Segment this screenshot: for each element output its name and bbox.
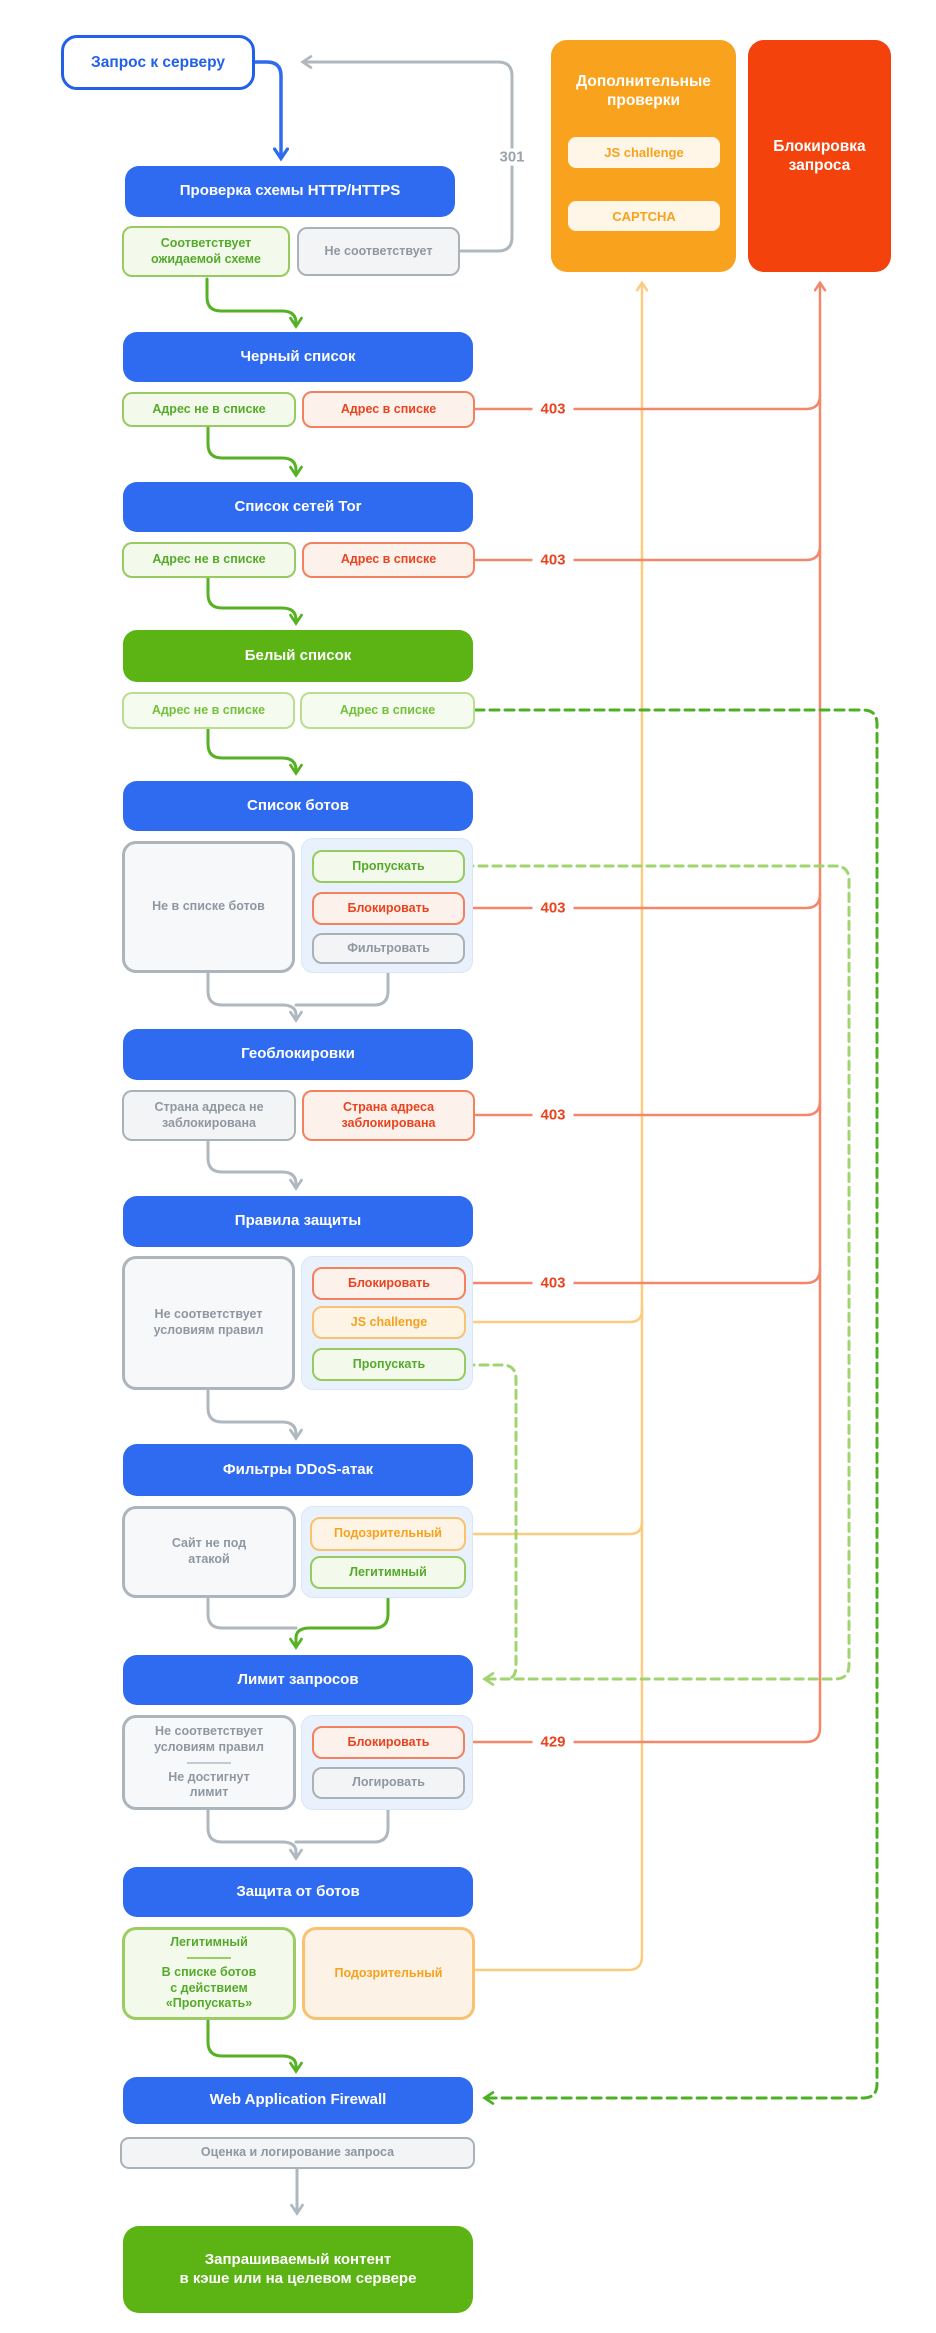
node-geo-ok: Страна адреса не заблокирована <box>122 1090 296 1141</box>
wire-limit-log-merge <box>294 1797 390 1844</box>
node-final-content: Запрашиваемый контент в кэше или на целе… <box>123 2226 473 2313</box>
wire-bots-allow-to-limit <box>463 864 851 1686</box>
node-not-in-bots: Не в списке ботов <box>122 841 295 973</box>
code-429-limit: 429 <box>532 1733 574 1751</box>
node-limit-block: Блокировать <box>312 1726 465 1759</box>
node-block-request: Блокировка запроса <box>748 40 891 272</box>
node-bots-allow: Пропускать <box>312 850 465 883</box>
wire-whitelist-to-waf <box>473 708 879 2105</box>
code-403-tor: 403 <box>532 551 574 569</box>
node-ddos-suspicious: Подозрительный <box>310 1517 466 1551</box>
arrow-301-return <box>300 55 514 253</box>
arrow-bots-to-geo <box>206 971 303 1023</box>
node-bots: Список ботов <box>123 781 473 831</box>
wire-rules-jschallenge <box>464 1308 644 1324</box>
botprotect-inlist-label: В списке ботов с действием «Пропускать» <box>161 1964 257 2011</box>
wire-403-rules <box>464 1267 822 1285</box>
wire-403-geo <box>473 1099 822 1117</box>
botprotect-legit-label: Легитимный <box>170 1935 248 1950</box>
node-limit-log: Логировать <box>312 1767 465 1799</box>
code-301: 301 <box>491 148 533 166</box>
wire-403-blacklist <box>473 393 822 411</box>
node-http-check: Проверка схемы HTTP/HTTPS <box>125 166 455 217</box>
arrow-whitelist-to-bots <box>206 727 303 776</box>
node-js-challenge: JS challenge <box>568 137 720 168</box>
arrow-ddos-legit-to-limit <box>289 1588 390 1650</box>
node-bots-block: Блокировать <box>312 892 465 925</box>
wire-403-bots <box>463 892 822 910</box>
node-evaluate: Оценка и логирование запроса <box>120 2137 475 2169</box>
arrow-geo-to-rules <box>206 1139 303 1191</box>
node-rules-ok: Не соответствует условиям правил <box>122 1256 295 1390</box>
node-botprotect-legit: Легитимный В списке ботов с действием «П… <box>122 1927 296 2020</box>
wire-ddos-noattack-merge <box>206 1596 298 1630</box>
node-geo: Геоблокировки <box>123 1029 473 1080</box>
arrow-request-to-http <box>253 60 290 162</box>
node-ddos-legit: Легитимный <box>310 1556 466 1589</box>
node-limit: Лимит запросов <box>123 1655 473 1705</box>
node-tor-hit: Адрес в списке <box>302 542 475 578</box>
node-botprotect-suspicious: Подозрительный <box>302 1927 475 2020</box>
node-whitelist: Белый список <box>123 630 473 682</box>
node-rules-js: JS challenge <box>312 1306 466 1339</box>
node-ddos: Фильтры DDoS-атак <box>123 1444 473 1496</box>
wire-403-tor <box>473 544 822 562</box>
node-no-attack: Сайт не под атакой <box>122 1506 296 1598</box>
node-blacklist-miss: Адрес не в списке <box>122 392 296 427</box>
node-rules-block: Блокировать <box>312 1267 466 1300</box>
node-bot-protect: Защита от ботов <box>123 1867 473 1917</box>
node-rules-allow: Пропускать <box>312 1348 466 1381</box>
code-403-bots: 403 <box>532 899 574 917</box>
arrow-blacklist-to-tor <box>206 425 303 478</box>
node-blacklist-hit: Адрес в списке <box>302 391 475 428</box>
node-limit-ok: Не соответствует условиям правил Не дост… <box>122 1715 296 1810</box>
node-whitelist-hit: Адрес в списке <box>300 692 475 729</box>
arrow-tor-to-whitelist <box>206 576 303 626</box>
node-captcha: CAPTCHA <box>568 201 720 231</box>
arrow-http-to-blacklist <box>205 277 303 329</box>
wire-salmon-to-block <box>464 280 827 1744</box>
divider <box>187 1761 231 1764</box>
wire-orange-to-extra-checks <box>473 280 649 1972</box>
code-403-geo: 403 <box>532 1106 574 1124</box>
limit-ok-notreached: Не достигнут лимит <box>168 1769 250 1800</box>
node-blacklist: Черный список <box>123 332 473 382</box>
code-403-blacklist: 403 <box>532 400 574 418</box>
limit-ok-rule: Не соответствует условиям правил <box>154 1724 264 1754</box>
node-rules: Правила защиты <box>123 1196 473 1247</box>
node-geo-bad: Страна адреса заблокирована <box>302 1090 475 1141</box>
arrow-botprotect-to-waf <box>206 2018 303 2074</box>
arrow-rules-to-ddos <box>206 1388 303 1441</box>
node-request: Запрос к серверу <box>61 35 255 90</box>
wire-bots-filter-merge <box>294 971 390 1007</box>
node-http-bad: Не соответствует <box>297 227 460 276</box>
divider <box>187 1956 231 1959</box>
node-tor-miss: Адрес не в списке <box>122 542 296 578</box>
node-bots-filter: Фильтровать <box>312 933 465 964</box>
arrow-limit-to-botprotect <box>206 1808 303 1861</box>
node-http-ok: Соответствует ожидаемой схеме <box>122 226 290 277</box>
wire-rules-allow-branch <box>464 1363 518 1681</box>
node-waf: Web Application Firewall <box>123 2077 473 2124</box>
wire-ddos-suspicious <box>464 1520 644 1536</box>
node-tor: Список сетей Tor <box>123 482 473 532</box>
code-403-rules: 403 <box>532 1274 574 1292</box>
node-whitelist-miss: Адрес не в списке <box>122 692 295 729</box>
